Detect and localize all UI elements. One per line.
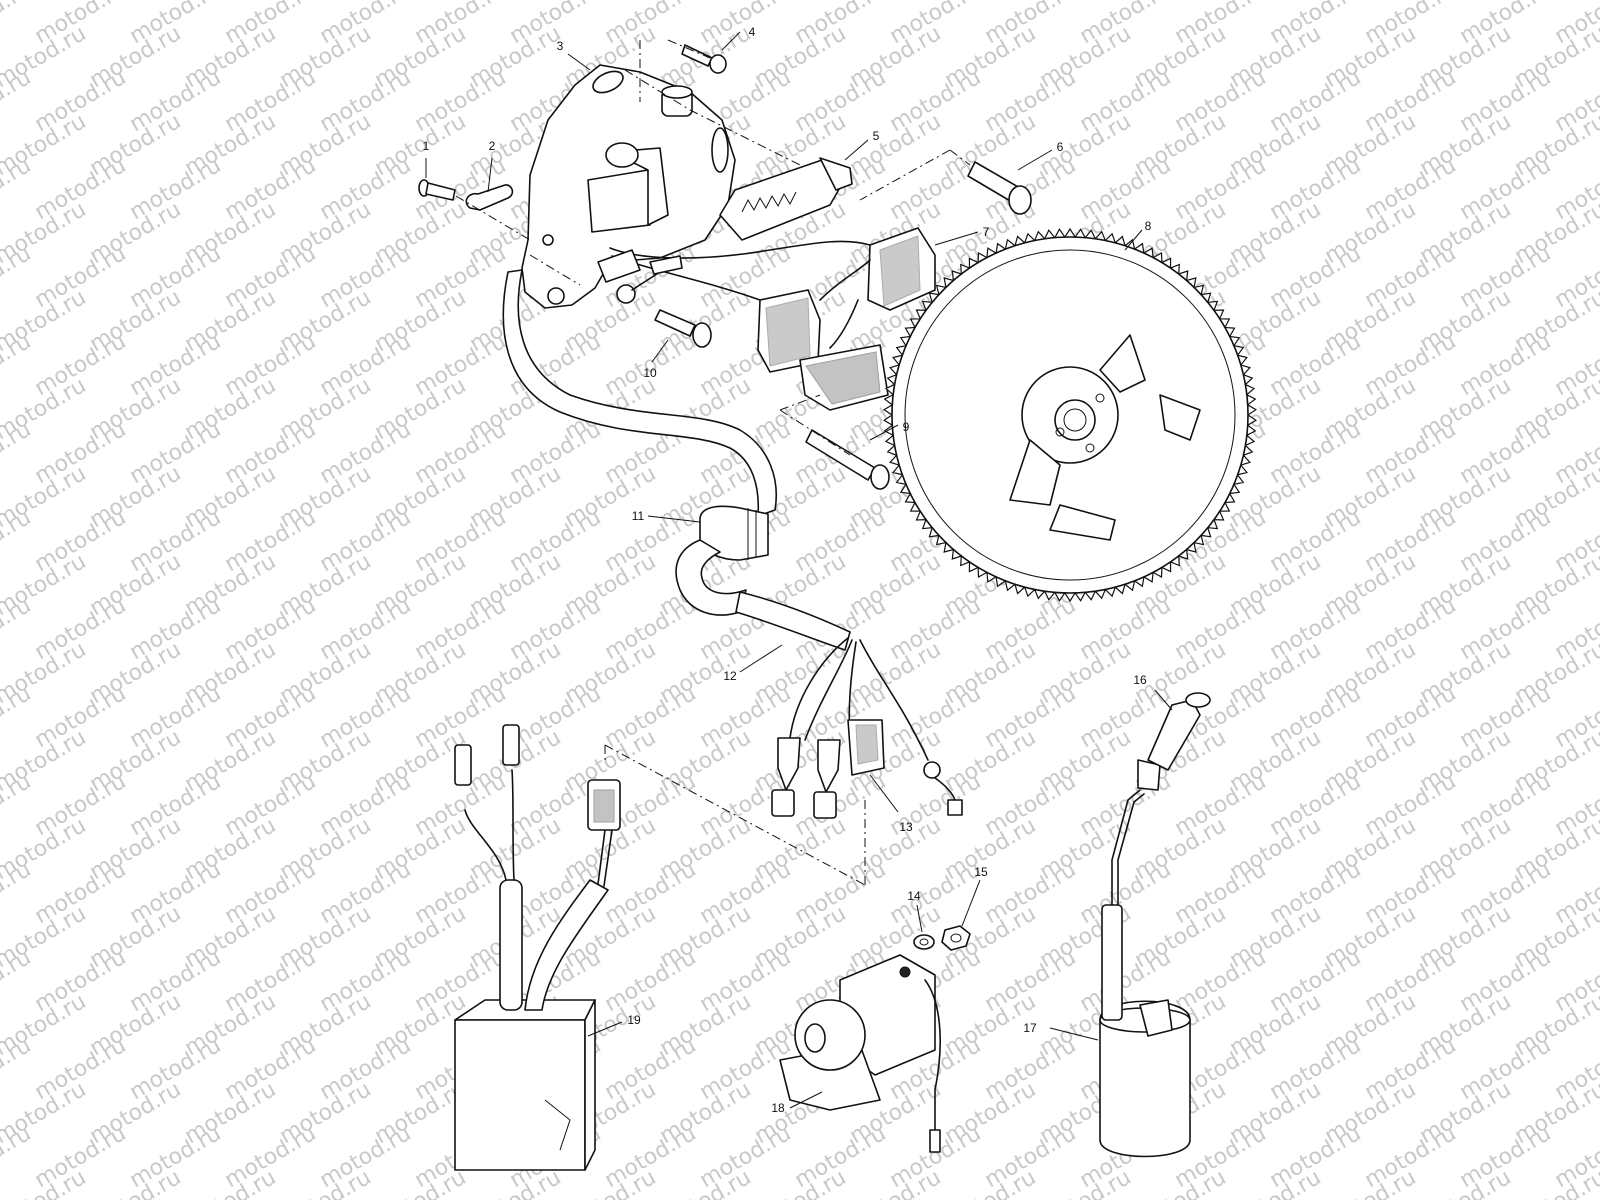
spark-plug-cap bbox=[1137, 692, 1211, 791]
callout-3: 3 bbox=[557, 39, 564, 53]
callout-14: 14 bbox=[907, 889, 921, 903]
charging-coils bbox=[757, 227, 936, 411]
callout-12: 12 bbox=[723, 669, 737, 683]
callout-1: 1 bbox=[423, 139, 430, 153]
ignition-coil bbox=[1099, 789, 1191, 1158]
callout-17: 17 bbox=[1023, 1021, 1037, 1035]
watermark-text: motod.ru bbox=[0, 0, 35, 49]
screw-10 bbox=[654, 309, 712, 348]
assembly-lines bbox=[455, 39, 971, 886]
callout-10: 10 bbox=[643, 366, 657, 380]
cdi-module bbox=[454, 724, 621, 1171]
flywheel bbox=[882, 227, 1258, 603]
starter-solenoid bbox=[779, 954, 941, 1153]
callout-layer: 1 2 3 4 5 6 7 8 9 10 11 12 13 14 15 16 1 bbox=[423, 25, 1173, 1115]
washer-14 bbox=[913, 934, 935, 950]
stator-plate bbox=[521, 64, 736, 309]
callout-13: 13 bbox=[899, 820, 913, 834]
screw-4 bbox=[681, 44, 727, 74]
callout-2: 2 bbox=[489, 139, 496, 153]
screw-6 bbox=[967, 161, 1032, 215]
flywheel-teeth bbox=[891, 236, 1249, 594]
callout-16: 16 bbox=[1133, 673, 1147, 687]
harness-grommet bbox=[675, 505, 769, 616]
callout-8: 8 bbox=[1145, 219, 1152, 233]
callout-4: 4 bbox=[749, 25, 756, 39]
callout-11: 11 bbox=[632, 509, 645, 523]
screw-1 bbox=[418, 179, 456, 201]
callout-19: 19 bbox=[627, 1013, 641, 1027]
callout-7: 7 bbox=[983, 225, 990, 239]
clamp-2 bbox=[465, 184, 514, 211]
callout-15: 15 bbox=[974, 865, 988, 879]
callout-9: 9 bbox=[903, 420, 910, 434]
nut-15 bbox=[941, 925, 971, 951]
pulser-coil bbox=[719, 157, 853, 241]
callout-6: 6 bbox=[1057, 140, 1064, 154]
callout-18: 18 bbox=[771, 1101, 785, 1115]
screw-9 bbox=[805, 429, 890, 490]
wiring-harness bbox=[735, 591, 963, 819]
callout-5: 5 bbox=[873, 129, 880, 143]
